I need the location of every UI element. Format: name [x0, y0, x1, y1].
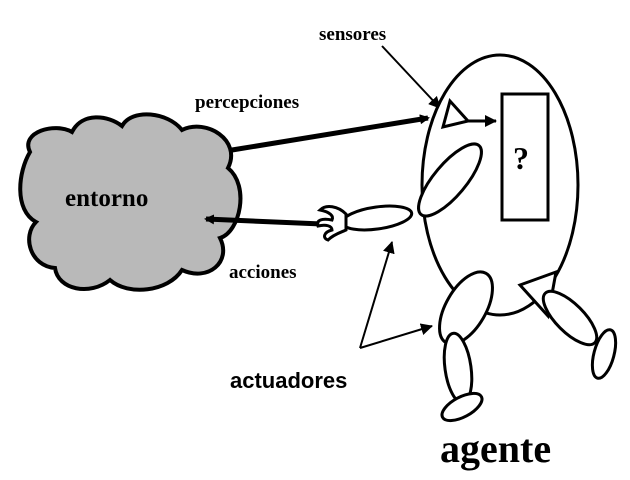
- agent-program-box: [500, 92, 550, 222]
- environment-cloud: [18, 112, 243, 292]
- sensors-label: sensores: [319, 24, 387, 45]
- actuators-label: actuadores: [230, 368, 348, 393]
- sensors-pointer-arrow: [381, 45, 441, 109]
- actuators-pointer-leg: [359, 323, 433, 349]
- agent-right-leg: [541, 289, 599, 347]
- agent-hand-icon: [316, 205, 348, 242]
- perception-arrow: [231, 114, 430, 153]
- environment-label: entorno: [65, 185, 149, 212]
- action-arrow: [204, 214, 323, 227]
- perceptions-label: percepciones: [195, 92, 300, 113]
- agent-left-foot: [440, 391, 484, 423]
- agent-right-foot: [590, 328, 618, 380]
- program-unknown-mark: ?: [513, 140, 529, 176]
- actuators-pointer-arm: [359, 241, 395, 349]
- agent-upper-arm: [417, 142, 483, 218]
- actions-label: acciones: [229, 262, 297, 283]
- sensor-eye: [440, 97, 471, 130]
- agent-label: agente: [440, 426, 552, 471]
- agent-forearm: [340, 204, 414, 232]
